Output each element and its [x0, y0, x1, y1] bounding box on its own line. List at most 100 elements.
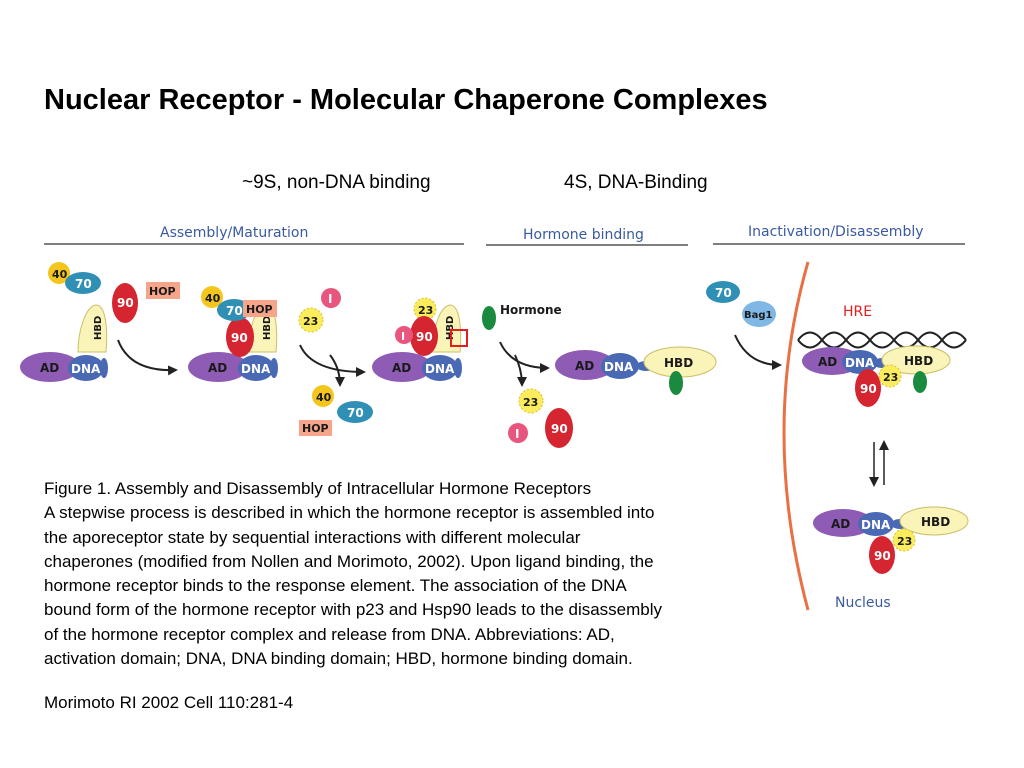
hsp40 — [201, 286, 223, 308]
hre-label: HRE — [843, 304, 872, 320]
svg-text:DNA: DNA — [604, 360, 634, 374]
svg-text:70: 70 — [347, 406, 364, 420]
svg-text:DNA: DNA — [241, 362, 271, 376]
svg-text:HBD: HBD — [904, 354, 933, 368]
hop — [299, 420, 332, 436]
svg-text:90: 90 — [117, 296, 134, 310]
svg-text:70: 70 — [75, 277, 92, 291]
panel-3-aporeceptor: AD HBD 23 90 I DNA — [372, 297, 468, 382]
caption-line: the aporeceptor state by sequential inte… — [44, 527, 581, 547]
dna-domain — [422, 355, 458, 381]
hsp90 — [545, 408, 573, 448]
hsp90 — [112, 283, 138, 323]
dna-bound-receptor: AD DNA HBD 90 23 — [802, 345, 951, 407]
ad-domain — [813, 509, 873, 537]
svg-text:DNA: DNA — [861, 518, 891, 532]
dna-domain — [238, 355, 274, 381]
svg-text:70: 70 — [226, 304, 243, 318]
svg-text:HBD: HBD — [664, 356, 693, 370]
section-hormone: Hormone binding — [486, 227, 688, 246]
bag1 — [742, 301, 776, 327]
caption-line: A stepwise process is described in which… — [44, 503, 655, 523]
hbd-domain — [77, 304, 108, 353]
nucleus-membrane — [782, 261, 810, 611]
hsp90 — [226, 317, 254, 357]
p23 — [518, 388, 544, 414]
inactivation-factors: 70 Bag1 — [706, 281, 776, 327]
svg-text:90: 90 — [860, 382, 877, 396]
svg-text:90: 90 — [874, 549, 891, 563]
figure-caption: Figure 1. Assembly and Disassembly of In… — [44, 477, 784, 671]
released-factors-1: I 23 — [298, 288, 341, 333]
hormone-molecule — [913, 371, 927, 393]
section-inactivation: Inactivation/Disassembly — [713, 224, 965, 245]
panel-4-activated-receptor: AD DNA HBD — [555, 346, 717, 395]
equilibrium-arrows — [869, 440, 889, 487]
arrow-3-release — [514, 354, 527, 387]
arrow-4 — [734, 334, 782, 370]
svg-text:23: 23 — [523, 396, 538, 409]
state-label-4s: 4S, DNA-Binding — [564, 172, 708, 193]
nucleus-label: Nucleus — [835, 595, 891, 611]
svg-text:DNA: DNA — [425, 362, 455, 376]
p23 — [892, 528, 916, 552]
svg-text:HOP: HOP — [149, 285, 176, 298]
svg-text:70: 70 — [715, 286, 732, 300]
svg-text:AD: AD — [818, 355, 837, 369]
hsp90 — [855, 369, 881, 407]
svg-text:AD: AD — [40, 361, 59, 375]
caption-line: Figure 1. Assembly and Disassembly of In… — [44, 479, 592, 498]
svg-text:HOP: HOP — [246, 303, 273, 316]
p23 — [298, 307, 324, 333]
section-hormone-title: Hormone binding — [523, 227, 644, 243]
hop — [243, 300, 277, 317]
svg-text:23: 23 — [883, 371, 898, 384]
svg-text:40: 40 — [205, 292, 221, 305]
caption-line: chaperones (modified from Nollen and Mor… — [44, 551, 654, 571]
panel-2-receptor: AD HBD 90 DNA 40 70 HOP — [188, 286, 278, 382]
svg-text:I: I — [328, 292, 332, 306]
hormone-molecule — [669, 371, 683, 395]
ad-domain — [555, 350, 615, 380]
hsp70 — [706, 281, 740, 303]
hbd-domain — [899, 506, 969, 536]
ad-domain — [20, 352, 80, 382]
hormone-binding-pocket — [450, 329, 468, 347]
svg-text:HBD: HBD — [445, 316, 456, 340]
hormone-molecule — [482, 306, 496, 330]
hsp40 — [48, 262, 70, 284]
panel-1-receptor: AD HBD DNA 40 70 90 HOP — [20, 262, 180, 382]
hormone-ligand: Hormone — [482, 303, 562, 330]
state-label-9s: ~9S, non-DNA binding — [242, 172, 431, 193]
svg-text:DNA: DNA — [71, 362, 101, 376]
svg-text:23: 23 — [303, 315, 318, 328]
svg-text:Bag1: Bag1 — [744, 310, 773, 321]
caption-line: activation domain; DNA, DNA binding doma… — [44, 649, 633, 669]
hsp90 — [869, 536, 895, 574]
svg-text:HBD: HBD — [93, 316, 104, 340]
caption-line: bound form of the hormone receptor with … — [44, 600, 663, 620]
section-assembly: Assembly/Maturation — [44, 225, 464, 245]
svg-text:90: 90 — [551, 422, 568, 436]
released-factors-3: 23 I 90 — [508, 388, 573, 448]
p23 — [878, 364, 902, 388]
hsp70 — [65, 272, 101, 294]
svg-text:90: 90 — [416, 330, 433, 344]
svg-text:90: 90 — [231, 331, 248, 345]
dna-domain — [68, 355, 104, 381]
svg-text:40: 40 — [52, 268, 68, 281]
immunophilin — [395, 326, 413, 344]
svg-text:I: I — [515, 427, 519, 441]
svg-text:23: 23 — [418, 304, 433, 317]
ad-domain — [188, 352, 248, 382]
hop — [146, 282, 180, 299]
dna-helix — [797, 331, 967, 349]
dna-domain — [858, 512, 894, 536]
caption-line: hormone receptor binds to the response e… — [44, 576, 627, 596]
hsp90 — [410, 316, 438, 356]
svg-text:AD: AD — [392, 361, 411, 375]
svg-text:AD: AD — [208, 361, 227, 375]
immunophilin — [321, 288, 341, 308]
dna-tail — [100, 358, 108, 378]
slide-title: Nuclear Receptor - Molecular Chaperone C… — [44, 84, 768, 116]
